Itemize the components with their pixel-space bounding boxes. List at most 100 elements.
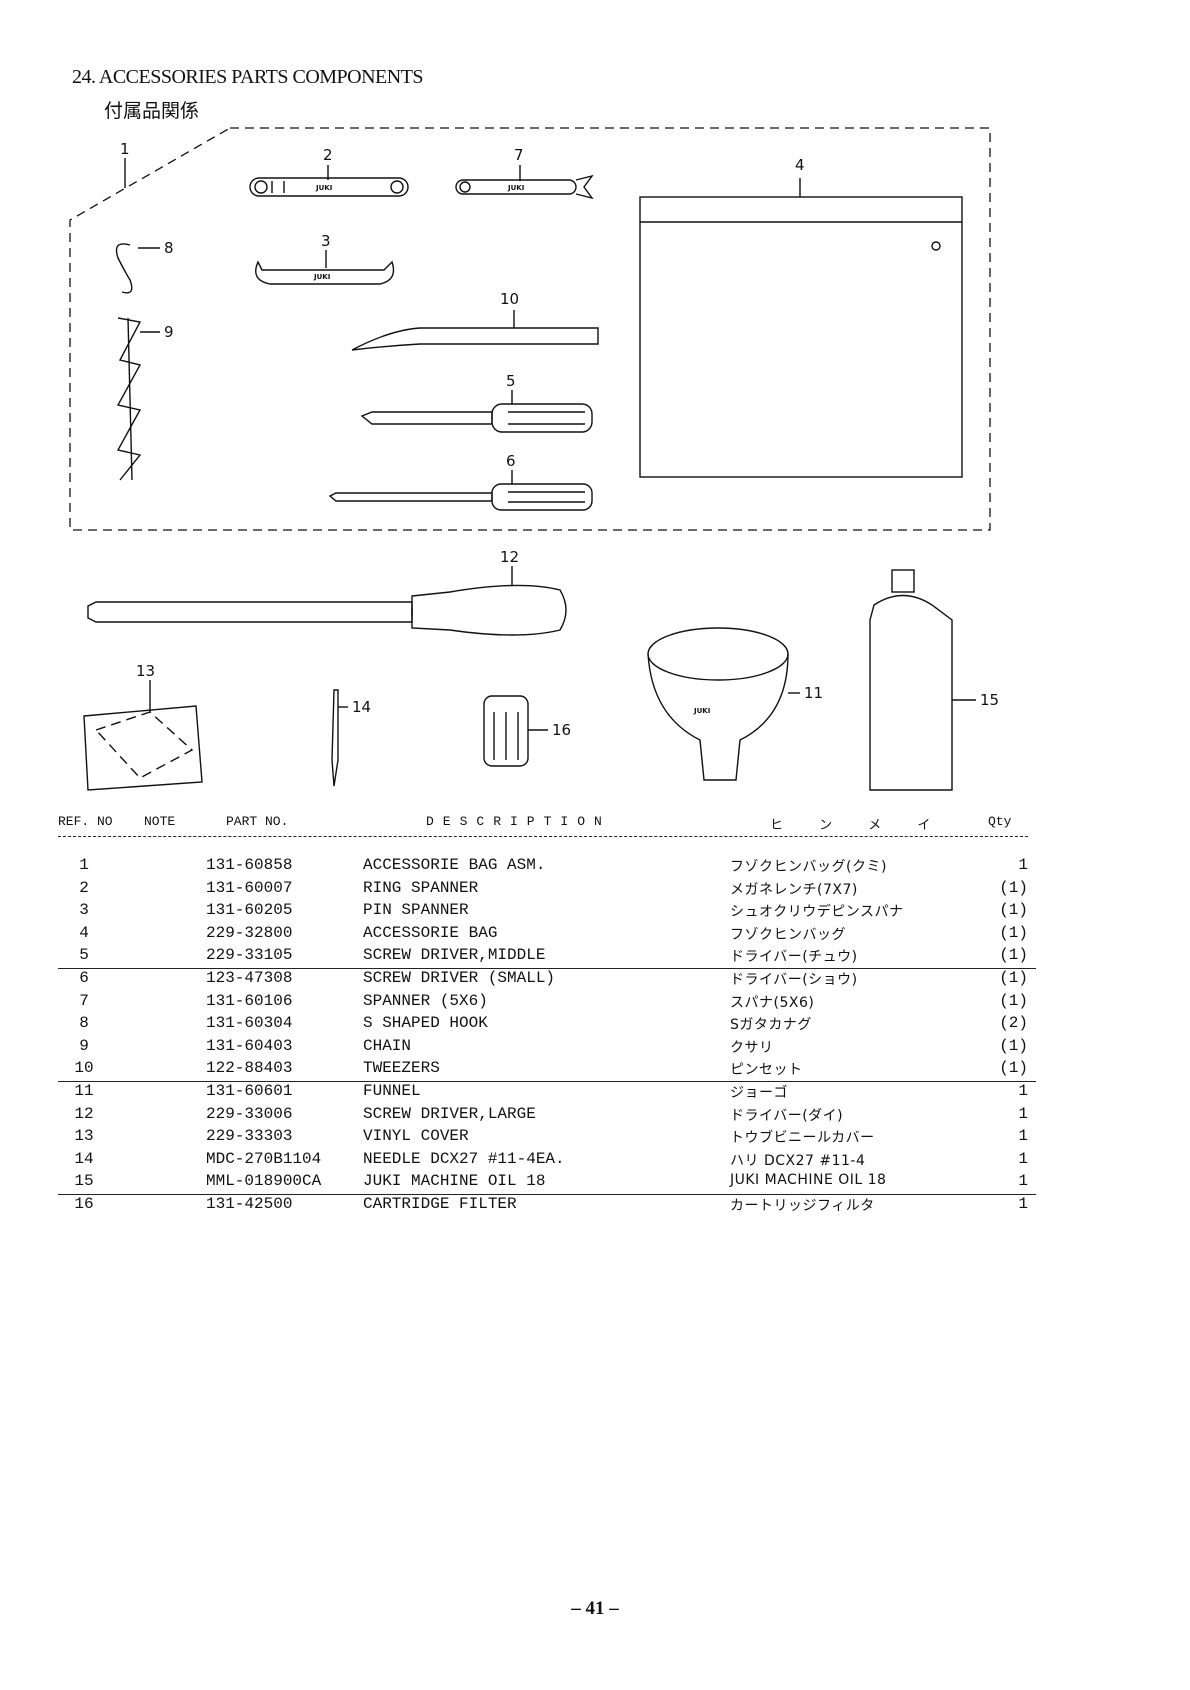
cell-qty: 1 bbox=[1018, 1195, 1028, 1213]
cell-desc: CHAIN bbox=[363, 1036, 412, 1055]
cell-desc: ACCESSORIE BAG ASM. bbox=[363, 856, 546, 874]
header-note: NOTE bbox=[144, 814, 176, 829]
cell-kana: Sガタカナグ bbox=[730, 1017, 812, 1034]
cell-part: 131-60106 bbox=[206, 991, 293, 1010]
cell-kana: メガネレンチ(7X7) bbox=[730, 881, 858, 898]
chain-drawing bbox=[116, 317, 160, 481]
brand-mark: JUKI bbox=[507, 184, 524, 192]
table-header: REF. NO NOTE PART NO. DESCRIPTION ヒ ン メ … bbox=[58, 810, 1028, 837]
table-row: 1 131-60858 ACCESSORIE BAG ASM. フゾクヒンバッグ(クミ… bbox=[58, 854, 1028, 876]
cell-kana: カートリッジフィルタ bbox=[730, 1198, 875, 1214]
callout-6: 6 bbox=[506, 452, 516, 470]
cell-ref: 11 bbox=[74, 1082, 94, 1100]
callout-16: 16 bbox=[552, 721, 571, 739]
cell-ref: 4 bbox=[79, 923, 89, 942]
callout-5: 5 bbox=[506, 372, 516, 390]
pin-spanner-drawing bbox=[255, 250, 395, 285]
cell-desc: ACCESSORIE BAG bbox=[363, 923, 498, 942]
cell-desc: RING SPANNER bbox=[363, 878, 479, 897]
callout-10: 10 bbox=[500, 290, 519, 308]
callout-9: 9 bbox=[164, 323, 174, 341]
cell-part: 131-60205 bbox=[206, 901, 293, 920]
cell-qty: (1) bbox=[999, 878, 1028, 897]
cell-desc: SCREW DRIVER,LARGE bbox=[363, 1104, 536, 1123]
tweezers-drawing bbox=[351, 310, 599, 351]
ring-spanner-drawing bbox=[249, 165, 409, 197]
page-title: 24. ACCESSORIES PARTS COMPONENTS bbox=[72, 66, 424, 88]
header-part: PART NO. bbox=[226, 814, 289, 829]
cell-ref: 16 bbox=[74, 1195, 94, 1213]
cell-kana: フゾクヒンバッグ(クミ) bbox=[730, 859, 887, 875]
cell-ref: 5 bbox=[79, 946, 89, 965]
cell-qty: 1 bbox=[1018, 856, 1028, 874]
cell-ref: 13 bbox=[74, 1127, 94, 1146]
cell-ref: 1 bbox=[79, 856, 89, 874]
cell-part: 131-60403 bbox=[206, 1036, 293, 1055]
parts-illustration: JUKI JUKI JUKI JUKI 1 2 3 4 5 6 7 8 9 10… bbox=[69, 127, 999, 791]
cell-kana: トウブビニールカバー bbox=[730, 1130, 875, 1147]
cell-ref: 10 bbox=[74, 1059, 94, 1078]
callout-14: 14 bbox=[352, 698, 371, 716]
cell-kana: ハリ DCX27 #11-4 bbox=[730, 1152, 866, 1169]
accessory-bag-drawing bbox=[639, 178, 963, 478]
cell-qty: 1 bbox=[1018, 1082, 1028, 1100]
cell-kana: シュオクリウデピンスパナ bbox=[730, 904, 904, 921]
cell-ref: 3 bbox=[79, 901, 89, 920]
cell-part: 229-33303 bbox=[206, 1127, 293, 1146]
cell-kana: フゾクヒンバッグ bbox=[730, 926, 846, 943]
callout-12: 12 bbox=[500, 548, 519, 566]
cell-qty: 1 bbox=[1018, 1104, 1028, 1123]
brand-mark: JUKI bbox=[315, 184, 332, 192]
group-divider bbox=[58, 1194, 1036, 1195]
cell-ref: 9 bbox=[79, 1036, 89, 1055]
cell-desc: JUKI MACHINE OIL 18 bbox=[363, 1172, 546, 1191]
callout-4: 4 bbox=[795, 156, 805, 174]
cell-part: 229-33105 bbox=[206, 946, 293, 965]
cell-qty: 1 bbox=[1018, 1127, 1028, 1146]
cell-qty: (2) bbox=[999, 1014, 1028, 1033]
header-qty: Qty bbox=[988, 814, 1012, 829]
cell-part: 229-33006 bbox=[206, 1104, 293, 1123]
cell-qty: 1 bbox=[1018, 1172, 1028, 1191]
cell-part: 131-60007 bbox=[206, 878, 293, 897]
cell-kana: ピンセット bbox=[730, 1062, 803, 1079]
cell-qty: (1) bbox=[999, 991, 1028, 1010]
cell-part: 131-60858 bbox=[206, 856, 293, 874]
cell-part: 131-42500 bbox=[206, 1195, 293, 1213]
cell-kana: ジョーゴ bbox=[730, 1085, 788, 1101]
cell-kana: JUKI MACHINE OIL 18 bbox=[730, 1172, 887, 1189]
cell-ref: 14 bbox=[74, 1149, 94, 1168]
cell-qty: (1) bbox=[999, 901, 1028, 920]
cell-desc: S SHAPED HOOK bbox=[363, 1014, 488, 1033]
callout-1: 1 bbox=[120, 140, 130, 158]
callout-15: 15 bbox=[980, 691, 999, 709]
cell-kana: ドライバー(チュウ) bbox=[730, 949, 858, 966]
cell-ref: 7 bbox=[79, 991, 89, 1010]
cell-kana: ドライバー(ショウ) bbox=[730, 972, 858, 988]
cell-qty: (1) bbox=[999, 946, 1028, 965]
callout-2: 2 bbox=[323, 146, 333, 164]
group-divider bbox=[58, 968, 1036, 969]
cell-desc: FUNNEL bbox=[363, 1082, 421, 1100]
cell-ref: 6 bbox=[79, 969, 89, 987]
cell-desc: SPANNER (5X6) bbox=[363, 991, 488, 1010]
cell-qty: 1 bbox=[1018, 1149, 1028, 1168]
cell-desc: PIN SPANNER bbox=[363, 901, 469, 920]
vinyl-cover-drawing bbox=[83, 680, 203, 791]
callout-7: 7 bbox=[514, 146, 524, 164]
cell-qty: (1) bbox=[999, 1036, 1028, 1055]
cell-desc: VINYL COVER bbox=[363, 1127, 469, 1146]
header-description: DESCRIPTION bbox=[426, 814, 611, 829]
callout-11: 11 bbox=[804, 684, 823, 702]
group-divider bbox=[58, 1081, 1036, 1082]
cell-ref: 8 bbox=[79, 1014, 89, 1033]
cartridge-filter-drawing bbox=[483, 695, 548, 767]
brand-mark: JUKI bbox=[313, 273, 330, 281]
